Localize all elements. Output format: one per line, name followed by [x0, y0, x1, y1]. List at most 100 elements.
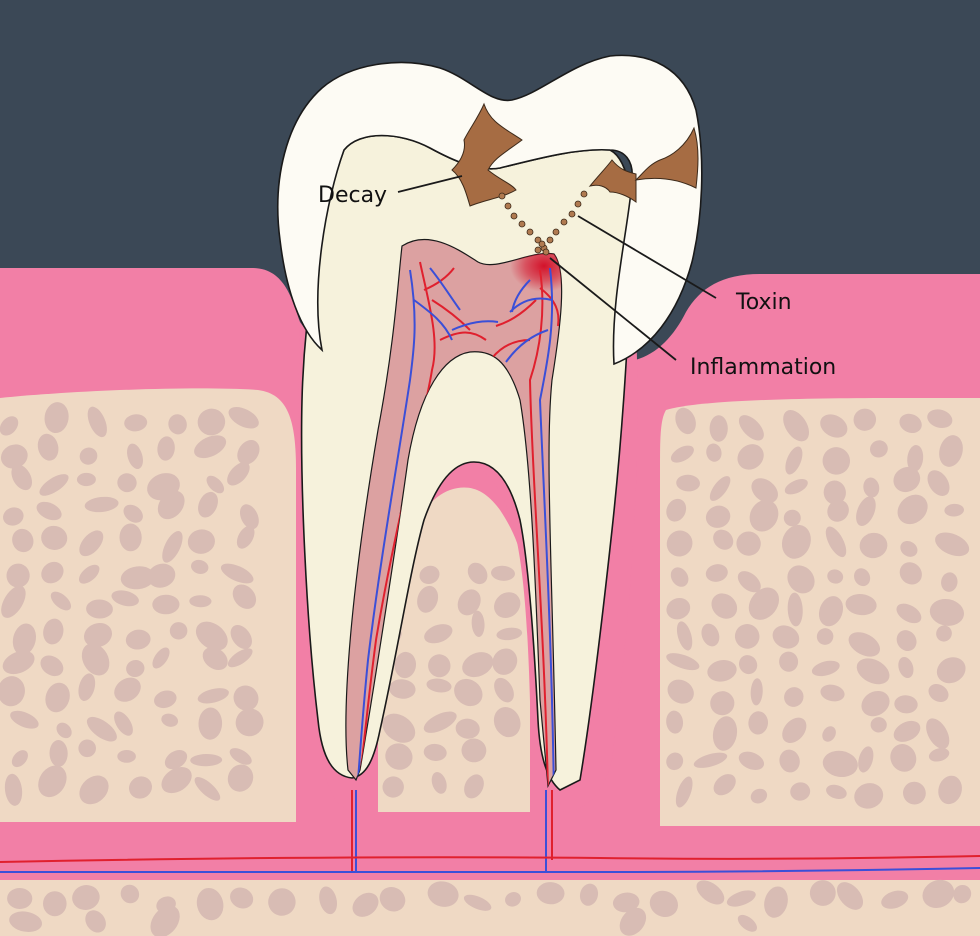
bone-spot: [227, 462, 250, 486]
bone-spot: [84, 496, 119, 513]
bone-spot: [709, 476, 731, 501]
bone-spot: [818, 596, 844, 627]
bone-spot: [619, 907, 647, 936]
bone-spot: [816, 628, 834, 645]
bone-spot: [196, 887, 224, 921]
bone-spot: [713, 774, 736, 796]
bone-spot: [423, 711, 457, 733]
bone-spot: [854, 783, 884, 809]
bone-spot: [612, 892, 640, 913]
inflammation-label: Inflammation: [690, 355, 836, 380]
bone-spot: [230, 625, 252, 649]
bone-spot: [197, 688, 229, 704]
bone-spot: [649, 890, 679, 918]
bone-spot: [896, 630, 917, 652]
bone-spot: [666, 598, 691, 620]
decay-patches: [451, 102, 699, 207]
bone-spot: [12, 623, 36, 656]
bone-spot: [827, 499, 849, 522]
bone-spot: [894, 695, 918, 714]
bone-spot: [11, 750, 28, 768]
bone-spot: [494, 677, 514, 703]
bone-spot: [953, 884, 972, 904]
bone-spot: [152, 594, 180, 615]
bone-spot: [897, 494, 928, 525]
bone-spot: [417, 585, 439, 613]
bone-spot: [41, 561, 64, 584]
bone-spot: [0, 444, 28, 469]
bone-spot: [464, 774, 484, 799]
bone-spot: [859, 532, 888, 559]
bone-spot: [56, 722, 72, 739]
bone-spot: [494, 592, 521, 619]
bone-spot: [42, 891, 67, 917]
bone-spot: [81, 643, 110, 676]
bone-spot: [536, 882, 565, 905]
bone-spot: [696, 880, 725, 905]
toxin-dot: [534, 246, 542, 254]
bone-spot: [784, 687, 804, 707]
bone-spot: [36, 501, 62, 521]
bone-spot: [938, 775, 962, 805]
bone-spot: [848, 632, 881, 657]
bone-spot: [454, 678, 483, 707]
bone-spot: [666, 653, 700, 671]
bone-spot: [710, 691, 735, 716]
bone-spot: [666, 710, 684, 734]
bone-spot: [11, 464, 33, 491]
bone-spot: [237, 440, 260, 465]
bone-spot: [749, 499, 779, 532]
bone-spot: [693, 752, 728, 768]
bone-spot: [463, 894, 492, 911]
toxin-dots: [498, 190, 588, 256]
bone-spot: [125, 629, 151, 650]
bone-spot: [431, 772, 447, 794]
bone-spot: [86, 716, 117, 742]
bone-spot: [268, 888, 296, 916]
bone-spot: [666, 498, 687, 522]
bone-spot: [676, 474, 700, 492]
bone-spot: [119, 523, 142, 552]
bone-spot: [705, 505, 731, 528]
bone-spot: [713, 529, 734, 550]
bone-spot: [936, 657, 966, 684]
bone-spot: [787, 565, 815, 594]
toxin-dot: [568, 210, 576, 218]
bone-spot: [161, 713, 179, 727]
bone-spot: [49, 740, 68, 767]
bone-spot: [78, 673, 96, 701]
bone-spot: [783, 410, 810, 442]
bone-spot: [191, 559, 209, 574]
bone-spot: [827, 569, 844, 584]
bone-spot: [787, 592, 803, 627]
bone-spot: [72, 885, 100, 910]
bone-spot: [114, 677, 141, 702]
bone-spot: [738, 655, 758, 675]
bone-spot: [826, 784, 847, 800]
bone-spot: [233, 685, 259, 711]
bone-spot: [870, 717, 887, 733]
toxin-dot: [580, 190, 588, 198]
bone-spot: [491, 565, 515, 581]
bone-spot: [737, 914, 757, 932]
bone-spot: [822, 447, 851, 475]
bone-spot: [111, 590, 139, 607]
bone-spot: [45, 682, 70, 713]
bone-spot: [227, 764, 254, 792]
bone-spot: [79, 447, 98, 465]
toxin-dot: [538, 240, 546, 248]
bone-spot: [352, 892, 379, 917]
bone-spot: [10, 710, 39, 729]
bone-spot: [126, 659, 145, 678]
bone-spot: [86, 599, 113, 619]
bone-spot: [154, 690, 177, 709]
bone-spot: [856, 658, 890, 685]
bone-spot: [856, 496, 876, 527]
bone-spot: [4, 773, 23, 806]
bone-spot: [706, 443, 722, 462]
bone-spot: [881, 890, 909, 909]
bone-spot: [190, 753, 223, 767]
bone-spot: [748, 587, 780, 620]
bone-spot: [779, 651, 799, 672]
bone-spot: [6, 563, 30, 588]
